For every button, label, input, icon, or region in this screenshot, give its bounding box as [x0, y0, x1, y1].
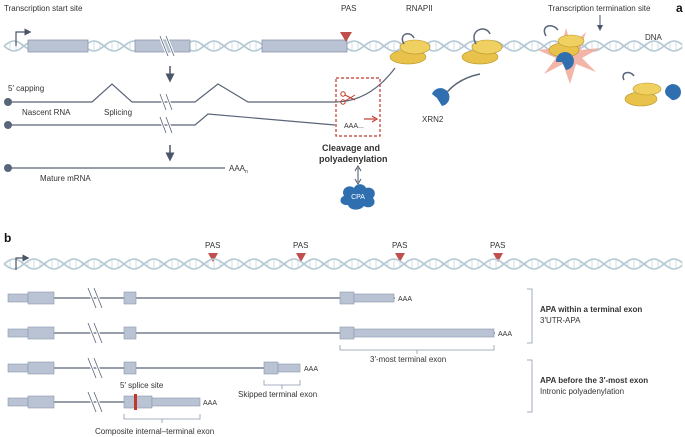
- pas-label: PAS: [490, 241, 505, 250]
- rnapii-complex-1: [389, 33, 431, 65]
- isoform-row-4: AAA: [7, 394, 217, 410]
- pas-label: PAS: [341, 4, 356, 13]
- aaa-label: AAA: [203, 400, 217, 407]
- bracket: [263, 380, 301, 386]
- terminal-exon-label: 3′-most terminal exon: [370, 355, 446, 364]
- aaa-dots-label: AAA...: [344, 123, 364, 130]
- splice-site-label: 5′ splice site: [120, 381, 164, 390]
- rnapii-label: RNAPII: [406, 4, 433, 13]
- cpa-icon: [340, 184, 375, 210]
- group2-sub: Intronic polyadenylation: [540, 387, 624, 396]
- cleavage-title-1: Cleavage and: [322, 143, 380, 153]
- exon: [261, 39, 348, 53]
- tss-label: Transcription start site: [4, 4, 83, 13]
- bracket: [123, 414, 201, 420]
- cleavage-title-2: polyadenylation: [319, 154, 388, 164]
- capping-label: 5′ capping: [8, 84, 44, 93]
- tss-arrow-icon: [15, 254, 30, 270]
- group1-sub: 3′UTR-APA: [540, 316, 581, 325]
- aaa-label: AAA: [498, 331, 512, 338]
- pas-label: PAS: [392, 241, 407, 250]
- gene-exons-a: [27, 35, 348, 57]
- composite-label: Composite internal–terminal exon: [95, 427, 214, 436]
- aaan-label: AAAn: [229, 164, 248, 175]
- scissors-icon: [340, 91, 356, 105]
- xrn2-label: XRN2: [422, 115, 444, 124]
- nascent-rna-line: [8, 67, 396, 103]
- break-slashes-b: [86, 287, 104, 413]
- isoform-row-1: AAA: [7, 291, 412, 305]
- aaa-label: AAA: [304, 366, 318, 373]
- splice-site-mark: [134, 394, 137, 410]
- tss-arrow-icon: [15, 28, 32, 46]
- group1-title: APA within a terminal exon: [540, 305, 642, 314]
- break-slash-line: [159, 35, 169, 57]
- pas-markers-b: PAS PAS PAS PAS: [205, 241, 505, 262]
- cpa-label: CPA: [351, 194, 365, 201]
- splicing-label: Splicing: [104, 108, 132, 117]
- termination-label: Transcription termination site: [548, 4, 651, 13]
- mature-label: Mature mRNA: [40, 174, 91, 183]
- dna-label: DNA: [645, 33, 663, 42]
- pas-arrow-icon: [340, 32, 352, 42]
- cleavage-box: [335, 77, 381, 137]
- group2-title: APA before the 3′-most exon: [540, 376, 648, 385]
- panel-b-letter: b: [4, 231, 11, 245]
- isoform-row-3: AAA: [7, 361, 318, 375]
- panel-a-letter: a: [676, 1, 683, 15]
- dna-helix-b: [3, 258, 683, 270]
- pas-arrow-icon: [493, 253, 503, 262]
- spliced-rna-line: [8, 113, 336, 126]
- nascent-label: Nascent RNA: [22, 108, 71, 117]
- break-slash-line: [165, 35, 175, 57]
- group-bracket: [527, 359, 533, 413]
- pas-label: PAS: [293, 241, 308, 250]
- termination-burst: [538, 25, 600, 84]
- aaa-label: AAA: [398, 296, 412, 303]
- xrn2-icon: [432, 88, 450, 106]
- pas-arrow-icon: [296, 253, 306, 262]
- dna-strand: [3, 258, 683, 270]
- skipped-label: Skipped terminal exon: [238, 390, 317, 399]
- xrn2-icon: [665, 84, 681, 101]
- pas-arrow-icon: [208, 253, 218, 262]
- rnapii-complex-2: [461, 28, 503, 65]
- group-bracket: [527, 288, 533, 344]
- dna-strand: [3, 258, 683, 270]
- released-rnapii: [622, 71, 681, 107]
- pas-arrow-icon: [395, 253, 405, 262]
- isoform-row-2: AAA: [7, 326, 512, 340]
- bracket: [339, 345, 495, 351]
- xrn2-icon: [555, 52, 574, 70]
- exon: [27, 39, 89, 53]
- pas-label: PAS: [205, 241, 220, 250]
